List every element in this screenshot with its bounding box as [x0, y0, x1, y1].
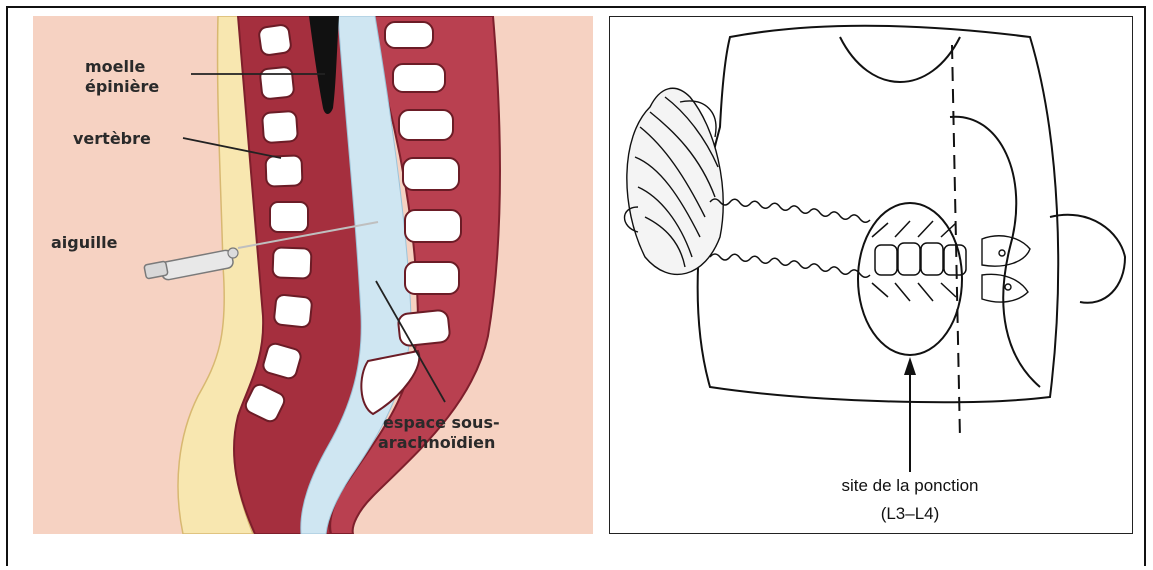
label-epiniere: épinière	[85, 77, 159, 96]
label-aiguille: aiguille	[51, 233, 118, 252]
shoulder	[840, 37, 960, 82]
patient-back-illustration: site de la ponction (L3–L4)	[610, 17, 1133, 534]
puncture-arrow	[904, 357, 916, 472]
label-vertebre: vertèbre	[73, 129, 151, 148]
spine-crosssection-panel: moelle épinière vertèbre aiguille espace…	[33, 16, 593, 534]
label-l3-l4: (L3–L4)	[881, 504, 940, 523]
body-outline	[698, 26, 1059, 402]
puncture-site-circle	[858, 203, 962, 355]
label-espace-sous: espace sous-	[383, 413, 500, 432]
label-site-ponction: site de la ponction	[841, 476, 978, 495]
knee	[1050, 215, 1125, 303]
spine-lines	[710, 199, 870, 277]
hair	[625, 88, 724, 274]
patient-position-panel: site de la ponction (L3–L4)	[609, 16, 1133, 534]
label-arachnoidien: arachnoïdien	[378, 433, 495, 452]
spine-crosssection-illustration: moelle épinière vertèbre aiguille espace…	[33, 16, 593, 534]
label-moelle: moelle	[85, 57, 145, 76]
